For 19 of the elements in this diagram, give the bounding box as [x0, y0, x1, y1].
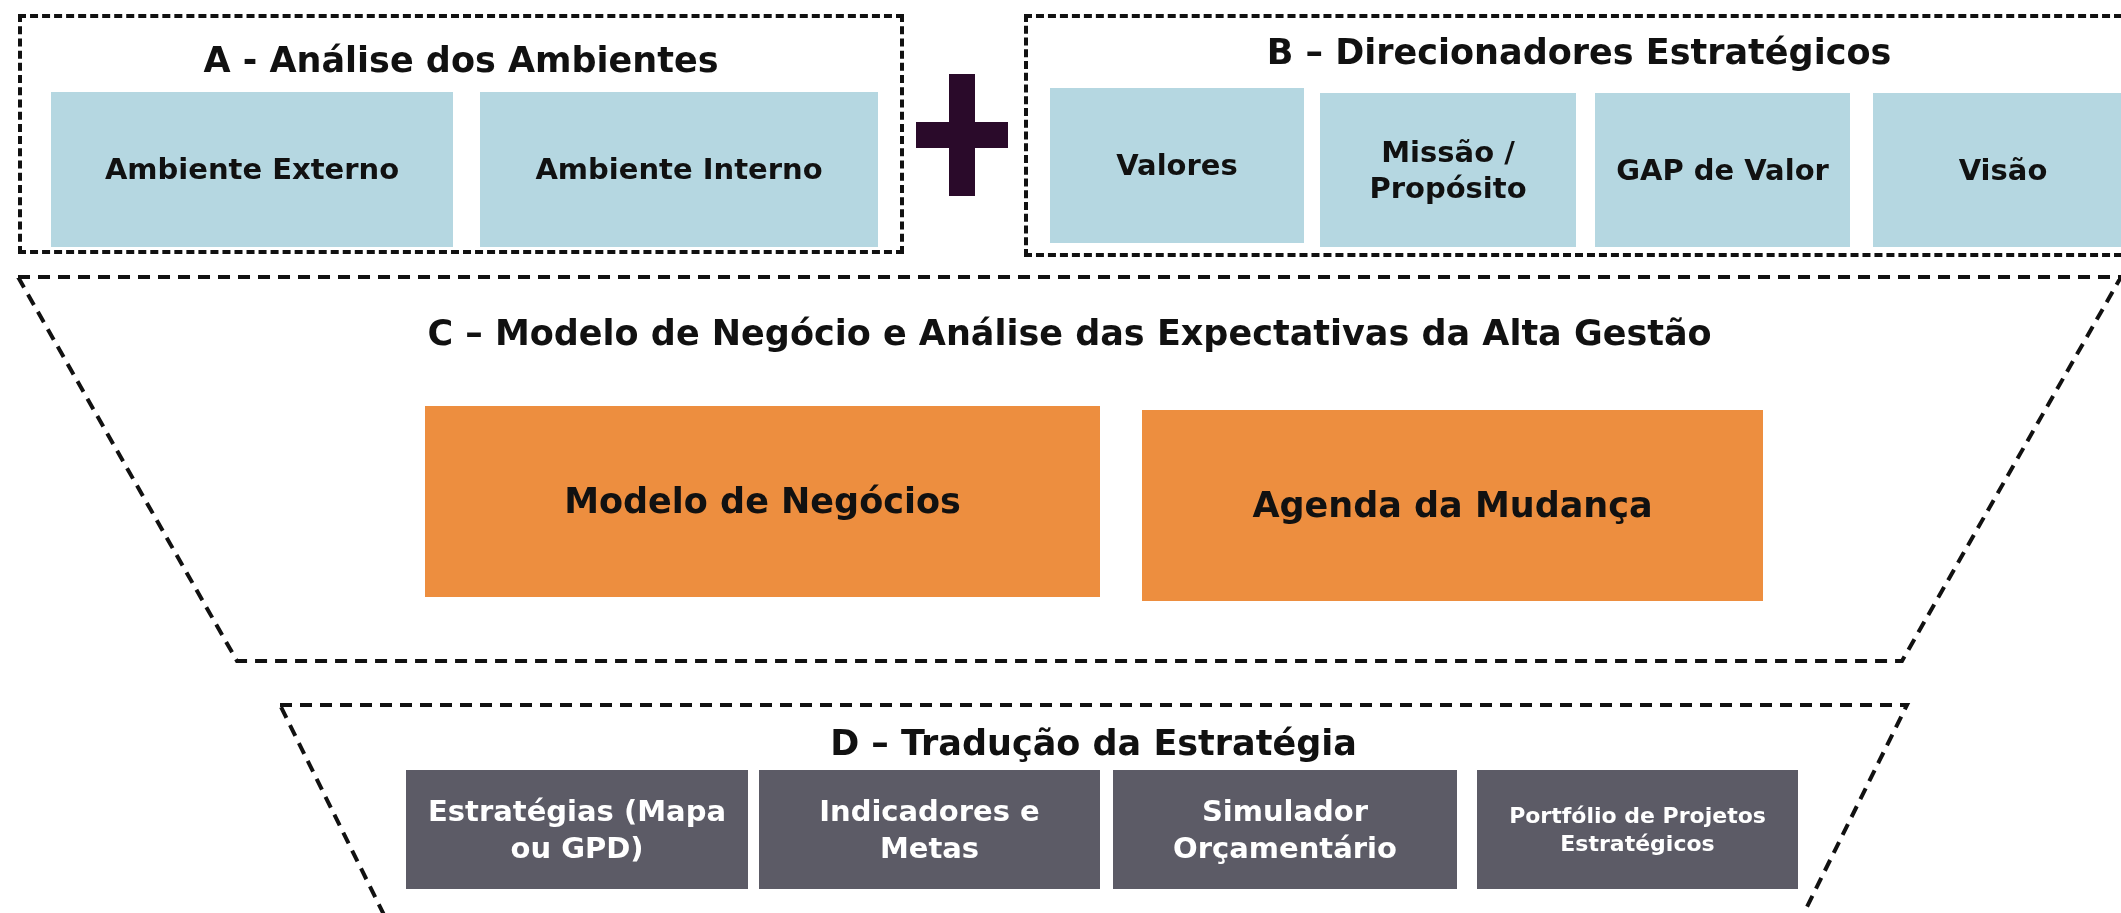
process-box: Estratégias (Mapa ou GPD) — [406, 770, 748, 889]
group-title: D – Tradução da Estratégia — [830, 723, 1357, 763]
group-title: B – Direcionadores Estratégicos — [1266, 32, 1892, 72]
funnel-section — [18, 275, 2121, 663]
process-box: Ambiente Interno — [480, 92, 878, 247]
group-title: C – Modelo de Negócio e Análise das Expectativas da Alta Gestão — [427, 313, 1712, 353]
process-box: Visão — [1873, 93, 2121, 247]
process-box: Modelo de Negócios — [425, 406, 1100, 597]
process-box: Agenda da Mudança — [1142, 410, 1763, 601]
process-box: Valores — [1050, 88, 1304, 243]
group-title: A - Análise dos Ambientes — [203, 40, 719, 80]
process-box: GAP de Valor — [1595, 93, 1850, 247]
process-box: Missão / Propósito — [1320, 93, 1576, 247]
dashed-frame — [18, 14, 904, 254]
process-box: Portfólio de Projetos Estratégicos — [1477, 770, 1798, 889]
process-box: Indicadores e Metas — [759, 770, 1100, 889]
process-box: Ambiente Externo — [51, 92, 453, 247]
process-box: Simulador Orçamentário — [1113, 770, 1457, 889]
dashed-frame — [1024, 14, 2121, 257]
